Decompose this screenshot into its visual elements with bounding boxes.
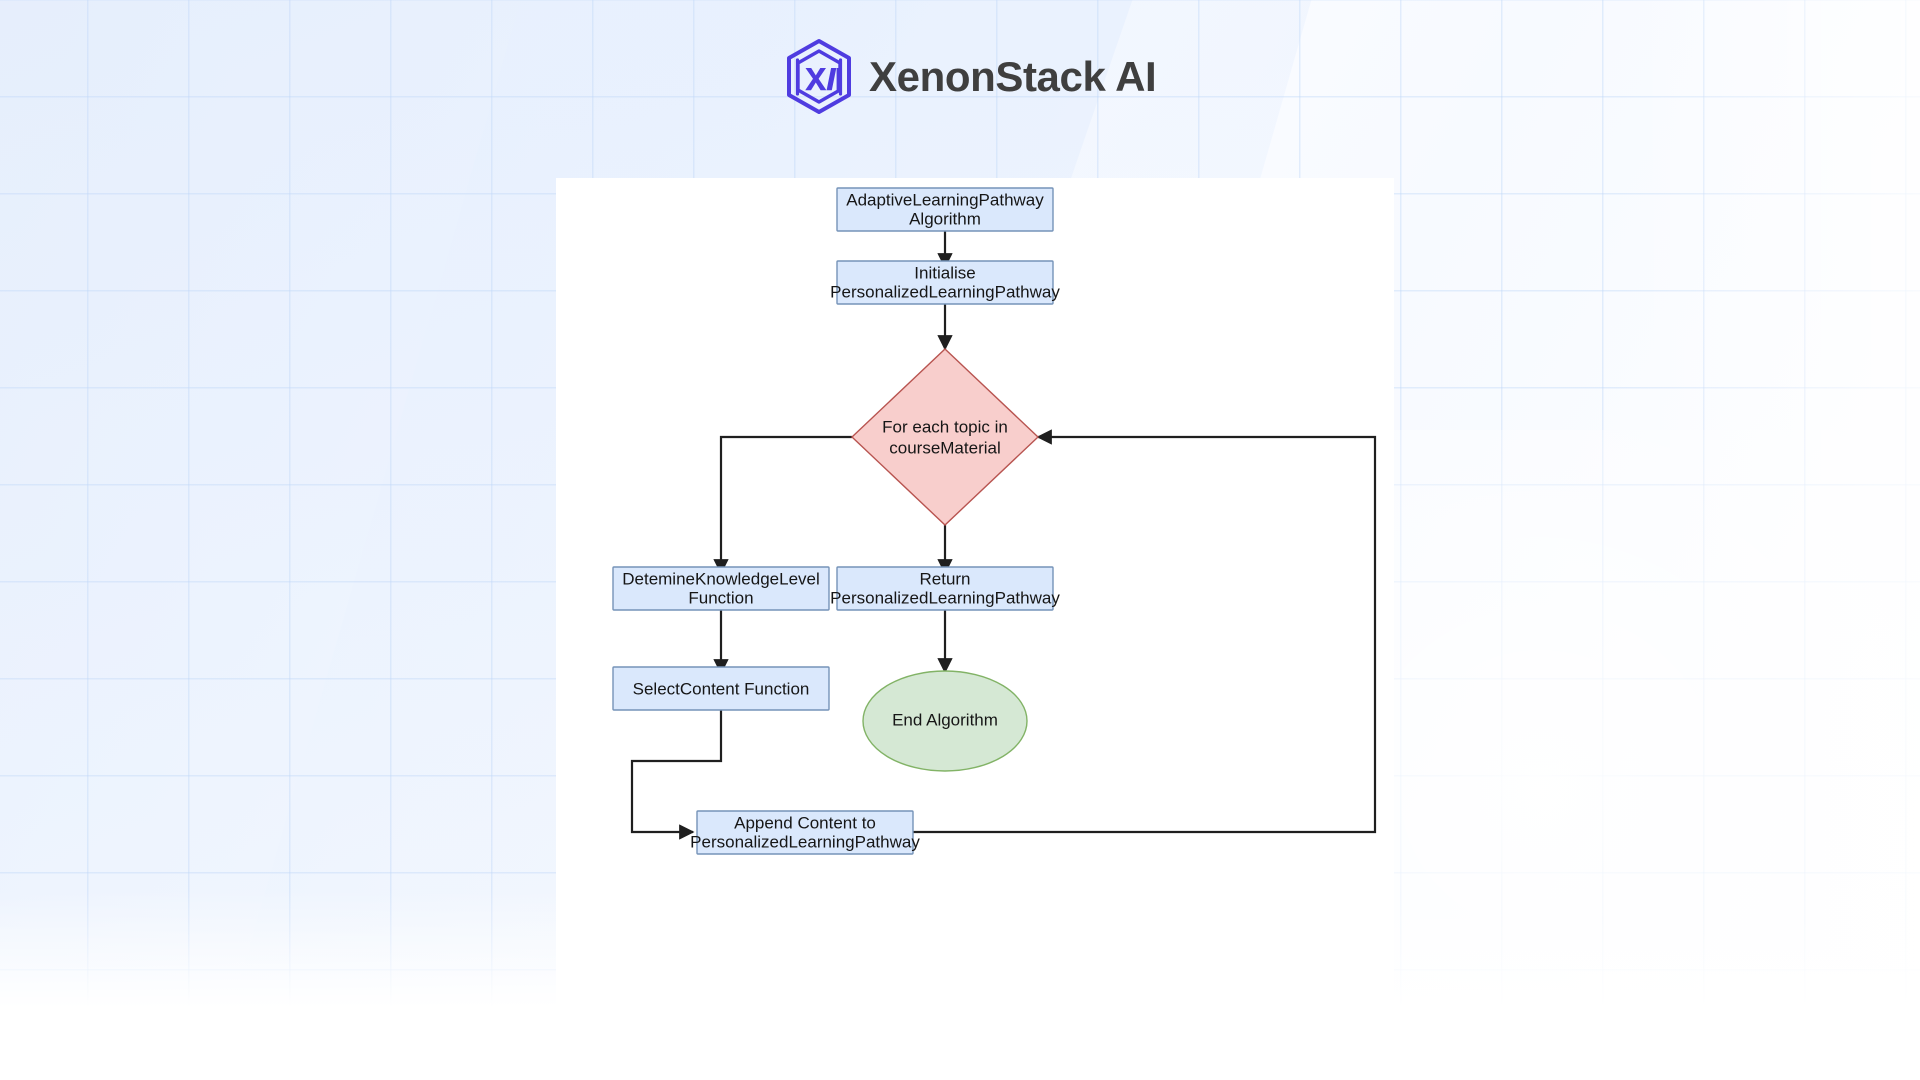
append-content-node[interactable]: Append Content to PersonalizedLearningPa… (690, 810, 920, 855)
flowchart-svg: AdaptiveLearningPathway Algorithm Initia… (612, 187, 1377, 855)
node-shape-process (836, 260, 1054, 305)
flowchart-canvas: AdaptiveLearningPathway Algorithm Initia… (556, 178, 1394, 1036)
node-shape-process (836, 566, 1054, 611)
edge-append-to-loop (827, 429, 1377, 834)
initialise-personalized-learning-pathway-node[interactable]: Initialise PersonalizedLearningPathway (830, 260, 1060, 305)
node-shape-process (836, 187, 1054, 232)
return-personalized-learning-pathway-node[interactable]: Return PersonalizedLearningPathway (830, 566, 1060, 611)
node-label-line-2: courseMaterial (889, 438, 1001, 457)
brand-name-text: XenonStack AI (869, 53, 1157, 100)
node-shape-process (696, 810, 914, 855)
node-label-line-1: DetemineKnowledgeLevel (622, 569, 820, 588)
node-label-line-1: Append Content to (734, 813, 876, 832)
node-label-line-2: PersonalizedLearningPathway (830, 588, 1060, 607)
node-label-line-1: End Algorithm (892, 710, 998, 729)
node-label-line-2: PersonalizedLearningPathway (830, 282, 1060, 301)
node-label-line-1: Return (919, 569, 970, 588)
node-shape-terminator (862, 670, 1028, 772)
edge-layer (630, 231, 1377, 840)
node-label-line-2: PersonalizedLearningPathway (690, 832, 920, 851)
determine-knowledge-level-function-node[interactable]: DetemineKnowledgeLevel Function (612, 566, 830, 611)
node-label-line-1: For each topic in (882, 417, 1008, 436)
edge-select-to-append (630, 710, 723, 840)
node-shape-process (612, 666, 830, 711)
node-label-line-1: SelectContent Function (633, 679, 810, 698)
node-label-line-2: Function (688, 588, 753, 607)
brand-header: XenonStack AI (783, 38, 1157, 116)
node-label-line-2: Algorithm (909, 209, 981, 228)
edge-loop-to-determine (713, 435, 852, 575)
node-shape-process (612, 566, 830, 611)
select-content-function-node[interactable]: SelectContent Function (612, 666, 830, 711)
xai-hexagon-logo-icon (787, 39, 851, 114)
adaptive-learning-pathway-algorithm-node[interactable]: AdaptiveLearningPathway Algorithm (836, 187, 1054, 232)
node-label-line-1: Initialise (914, 263, 975, 282)
for-each-topic-decision-node[interactable]: For each topic in courseMaterial (850, 348, 1040, 526)
node-shape-decision (850, 348, 1040, 526)
node-label-line-1: AdaptiveLearningPathway (846, 190, 1044, 209)
end-algorithm-node[interactable]: End Algorithm (862, 670, 1028, 772)
